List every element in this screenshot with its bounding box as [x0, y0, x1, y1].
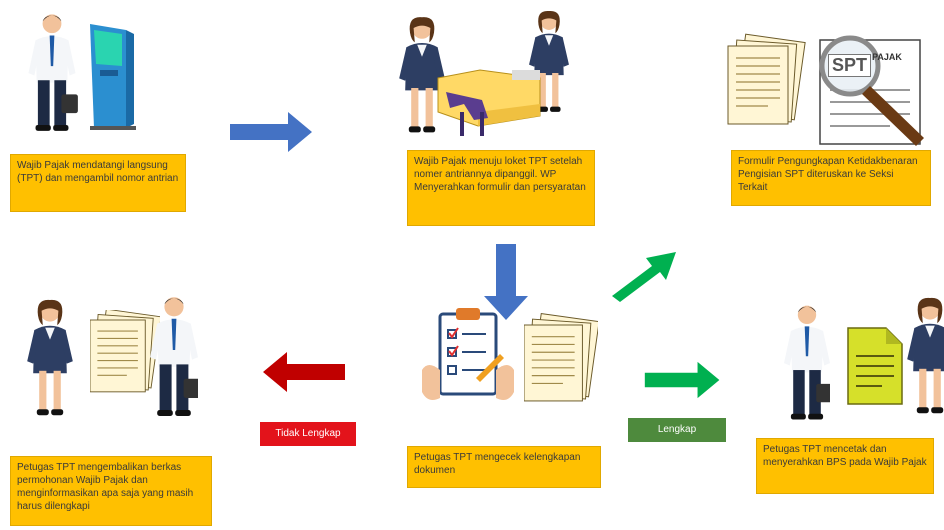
arrow-down-icon [484, 244, 528, 320]
pajak-paper-title: PAJAK [872, 52, 902, 62]
arrow-left-icon [263, 352, 345, 392]
officer-woman-icon [907, 297, 944, 414]
taxpayer-man-icon [28, 14, 78, 131]
step2-box: Wajib Pajak menuju loket TPT setelah nom… [407, 150, 595, 226]
queue-kiosk-icon [90, 24, 136, 130]
tpt-counter-icon [399, 10, 569, 136]
step4-box: Petugas TPT mengembalikan berkas permoho… [10, 456, 212, 526]
complete-label: Lengkap [628, 418, 726, 442]
arrow-right-icon [644, 361, 720, 399]
taxpayer-man-icon [150, 297, 198, 416]
documents-stack-icon [524, 312, 598, 402]
spt-document-icon [727, 33, 924, 146]
arrow-right-icon [230, 112, 312, 152]
spt-badge: SPT [828, 54, 872, 77]
step6-box: Petugas TPT mencetak dan menyerahkan BPS… [756, 438, 934, 494]
taxpayer-man-icon [784, 305, 830, 420]
incomplete-label: Tidak Lengkap [260, 422, 356, 446]
step1-box: Wajib Pajak mendatangi langsung (TPT) da… [10, 154, 186, 212]
officer-woman-icon [27, 299, 73, 416]
step3-box: Formulir Pengungkapan Ketidakbenaran Pen… [731, 150, 931, 206]
bps-receipt-icon [847, 327, 903, 405]
step5-box: Petugas TPT mengecek kelengkapan dokumen [407, 446, 601, 488]
checklist-icon [422, 308, 514, 400]
arrow-up-right-icon [612, 252, 676, 302]
